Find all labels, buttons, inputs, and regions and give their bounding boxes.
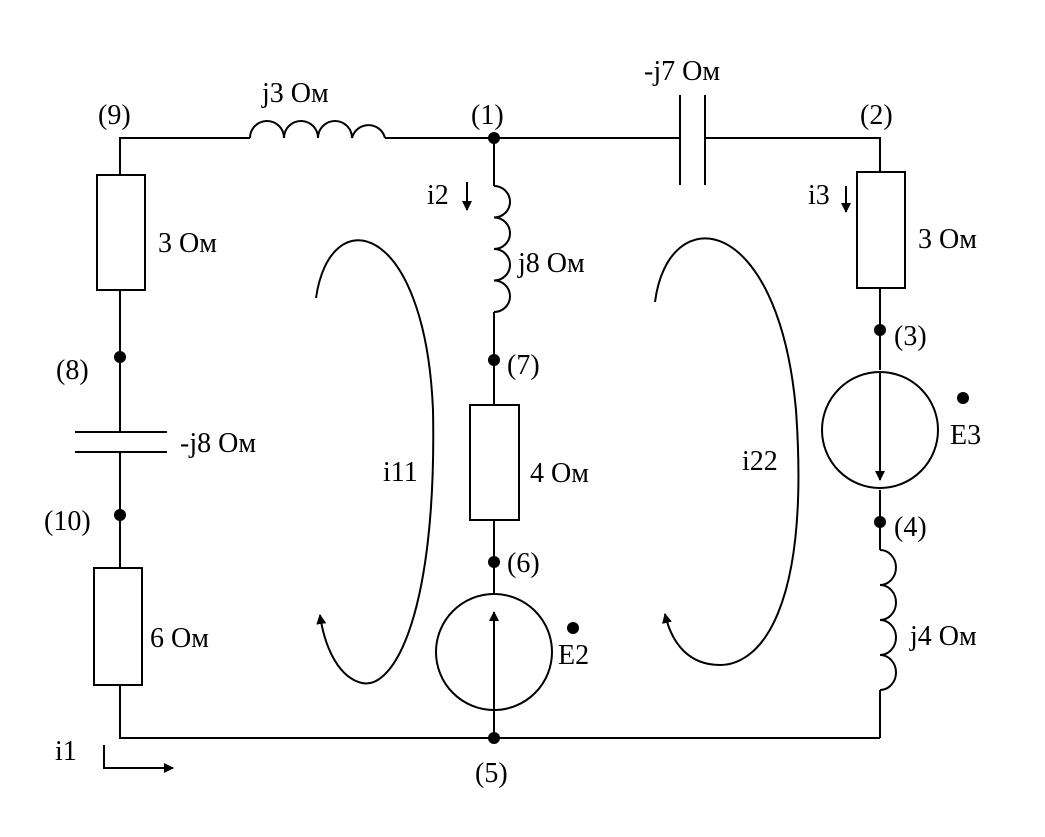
inductor-j4-icon bbox=[879, 549, 897, 691]
label-inductor-j3: j3 Ом bbox=[261, 78, 329, 109]
label-current-i2: i2 bbox=[427, 180, 449, 211]
node-label-7: (7) bbox=[507, 350, 540, 381]
resistor-6-icon bbox=[93, 567, 143, 686]
node-label-5: (5) bbox=[475, 758, 508, 789]
node-label-4: (4) bbox=[894, 512, 927, 543]
node-dot-8 bbox=[114, 351, 126, 363]
wire-bottom bbox=[119, 685, 880, 739]
loop-i11-arrow-icon bbox=[315, 239, 435, 685]
polarity-dot-e3 bbox=[957, 392, 969, 404]
resistor-3-left-icon bbox=[96, 174, 146, 291]
label-capacitor-j7: -j7 Ом bbox=[644, 56, 720, 87]
label-resistor-6: 6 Ом bbox=[150, 623, 209, 654]
node-dot-4 bbox=[874, 516, 886, 528]
labels: (9) (1) (2) (3) (4) (5) (6) (7) (8) (10)… bbox=[44, 56, 981, 789]
node-label-3: (3) bbox=[894, 321, 927, 352]
capacitor-j8-icon bbox=[75, 431, 167, 453]
node-label-10: (10) bbox=[44, 506, 91, 537]
inductor-j3-icon bbox=[249, 120, 386, 139]
capacitor-j7-icon bbox=[679, 95, 706, 185]
label-resistor-4: 4 Ом bbox=[530, 458, 589, 489]
loop-i22-arrow-icon bbox=[654, 237, 800, 667]
node-label-1: (1) bbox=[471, 100, 504, 131]
node-dot-5 bbox=[488, 732, 500, 744]
label-loop-i11: i11 bbox=[383, 457, 418, 488]
node-label-2: (2) bbox=[860, 100, 893, 131]
label-resistor-3-right: 3 Ом bbox=[918, 224, 977, 255]
node-dot-6 bbox=[488, 556, 500, 568]
wire-9-to-inductor bbox=[119, 137, 250, 175]
inductor-j8-icon bbox=[493, 185, 511, 313]
source-e3-icon bbox=[821, 371, 939, 489]
label-current-i1: i1 bbox=[55, 736, 77, 767]
label-source-e2: E2 bbox=[558, 640, 589, 671]
node-dot-10 bbox=[114, 509, 126, 521]
label-inductor-j4: j4 Ом bbox=[909, 621, 977, 652]
node-dot-1 bbox=[488, 132, 500, 144]
node-label-8: (8) bbox=[56, 355, 89, 386]
wire-cap-to-2 bbox=[705, 137, 881, 172]
resistor-4-icon bbox=[469, 404, 520, 521]
resistor-3-right-icon bbox=[856, 171, 906, 289]
label-current-i3: i3 bbox=[808, 180, 830, 211]
node-label-9: (9) bbox=[98, 100, 131, 131]
label-capacitor-j8: -j8 Ом bbox=[180, 428, 256, 459]
node-label-6: (6) bbox=[507, 548, 540, 579]
node-dot-3 bbox=[874, 324, 886, 336]
label-loop-i22: i22 bbox=[742, 446, 778, 477]
label-inductor-j8: j8 Ом bbox=[517, 248, 585, 279]
current-i1-arrow-icon bbox=[103, 745, 174, 773]
label-resistor-3-left: 3 Ом bbox=[158, 228, 217, 259]
source-e2-icon bbox=[435, 593, 553, 711]
node-dots bbox=[114, 132, 886, 744]
polarity-dot-e2 bbox=[567, 622, 579, 634]
node-dot-7 bbox=[488, 354, 500, 366]
label-source-e3: E3 bbox=[950, 420, 981, 451]
